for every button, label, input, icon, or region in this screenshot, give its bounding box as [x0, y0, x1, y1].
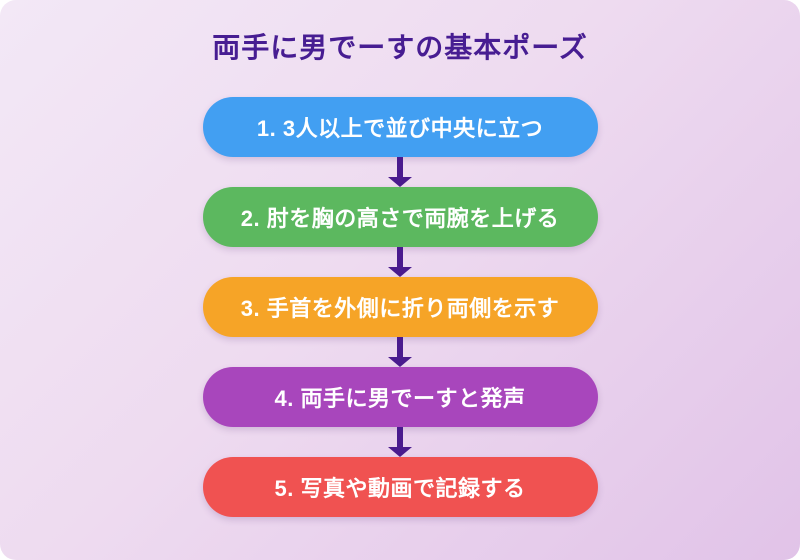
arrow-head	[388, 177, 412, 187]
down-arrow-icon	[387, 427, 413, 457]
flowchart: 1. 3人以上で並び中央に立つ 2. 肘を胸の高さで両腕を上げる 3. 手首を外…	[0, 97, 800, 517]
flow-step-label: 1. 3人以上で並び中央に立つ	[256, 116, 544, 141]
down-arrow-icon	[387, 247, 413, 277]
flow-step: 2. 肘を胸の高さで両腕を上げる	[202, 187, 598, 247]
arrow-stem	[397, 247, 403, 268]
arrow-stem	[397, 427, 403, 448]
arrow-head	[388, 357, 412, 367]
flow-step-label: 2. 肘を胸の高さで両腕を上げる	[240, 206, 560, 231]
flow-step-label: 3. 手首を外側に折り両側を示す	[240, 296, 560, 321]
arrow-head	[388, 267, 412, 277]
flow-step: 3. 手首を外側に折り両側を示す	[202, 277, 598, 337]
down-arrow-icon	[387, 337, 413, 367]
page-title: 両手に男でーすの基本ポーズ	[212, 32, 588, 63]
flow-step: 5. 写真や動画で記録する	[202, 457, 598, 517]
arrow-head	[388, 447, 412, 457]
flow-step: 1. 3人以上で並び中央に立つ	[202, 97, 598, 157]
down-arrow-icon	[387, 157, 413, 187]
flow-step-label: 4. 両手に男でーすと発声	[274, 386, 526, 411]
arrow-stem	[397, 337, 403, 358]
flow-step-label: 5. 写真や動画で記録する	[274, 476, 526, 501]
flow-step: 4. 両手に男でーすと発声	[202, 367, 598, 427]
arrow-stem	[397, 157, 403, 178]
